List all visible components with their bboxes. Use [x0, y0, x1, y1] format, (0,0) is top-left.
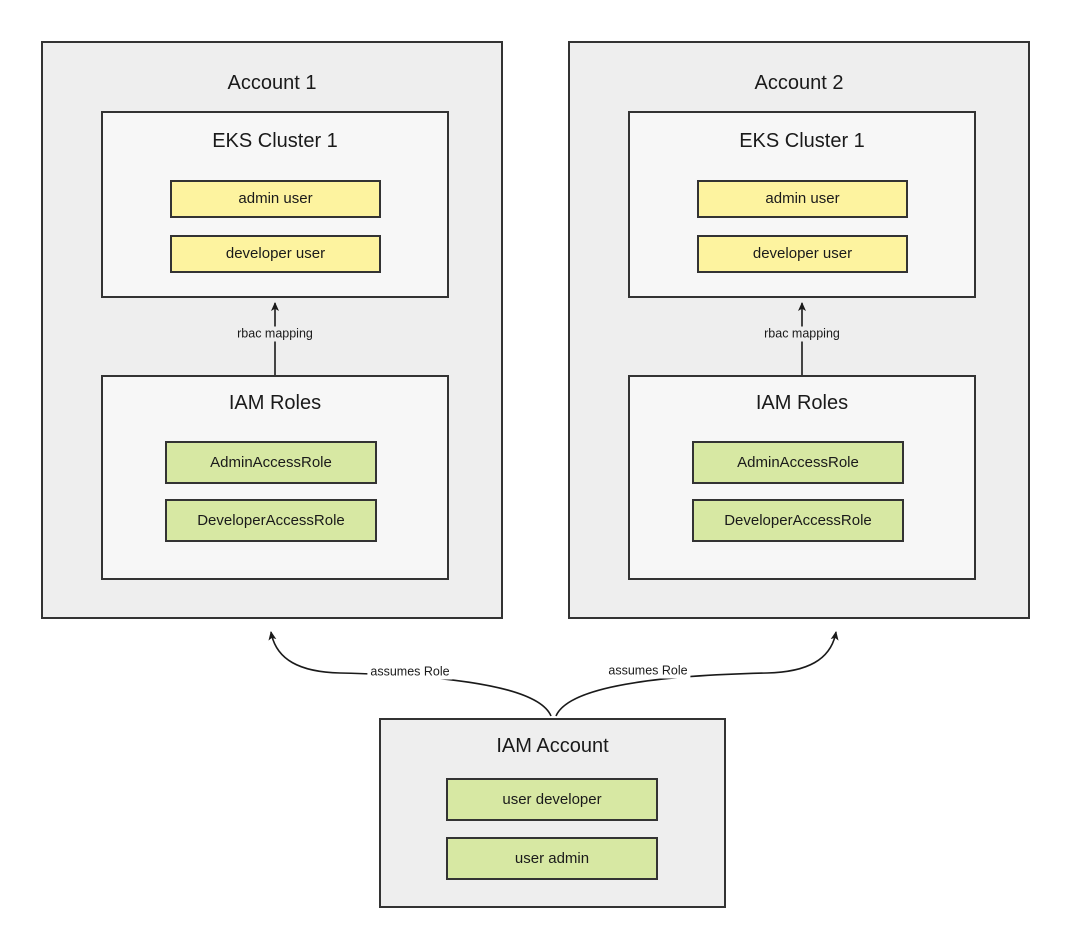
eks-cluster-1-title: EKS Cluster 1 — [212, 130, 338, 152]
edge-assumes-role-account-2 — [555, 631, 839, 717]
account-2-title: Account 2 — [754, 72, 844, 94]
admin-access-role-item-account-1[interactable]: AdminAccessRole — [165, 441, 377, 484]
edge-label-rbac-mapping-account-1: rbac mapping — [234, 326, 316, 342]
iam-roles-title: IAM Roles — [755, 392, 849, 414]
developer-user-item-account-1[interactable]: developer user — [170, 235, 381, 273]
user-developer-item[interactable]: user developer — [446, 778, 658, 821]
eks-cluster-1-title: EKS Cluster 1 — [739, 130, 865, 152]
iam-roles-title: IAM Roles — [228, 392, 322, 414]
admin-user-item-account-2[interactable]: admin user — [697, 180, 908, 218]
developer-access-role-item-account-1[interactable]: DeveloperAccessRole — [165, 499, 377, 542]
account-1-title: Account 1 — [227, 72, 317, 94]
admin-access-role-item-account-2[interactable]: AdminAccessRole — [692, 441, 904, 484]
developer-user-item-account-2[interactable]: developer user — [697, 235, 908, 273]
edge-label-assumes-role-account-2: assumes Role — [605, 663, 691, 679]
iam-account-title: IAM Account — [496, 735, 609, 757]
developer-access-role-item-account-2[interactable]: DeveloperAccessRole — [692, 499, 904, 542]
edge-label-rbac-mapping-account-2: rbac mapping — [761, 326, 843, 342]
edge-label-assumes-role-account-1: assumes Role — [367, 664, 453, 680]
admin-user-item-account-1[interactable]: admin user — [170, 180, 381, 218]
user-admin-item[interactable]: user admin — [446, 837, 658, 880]
